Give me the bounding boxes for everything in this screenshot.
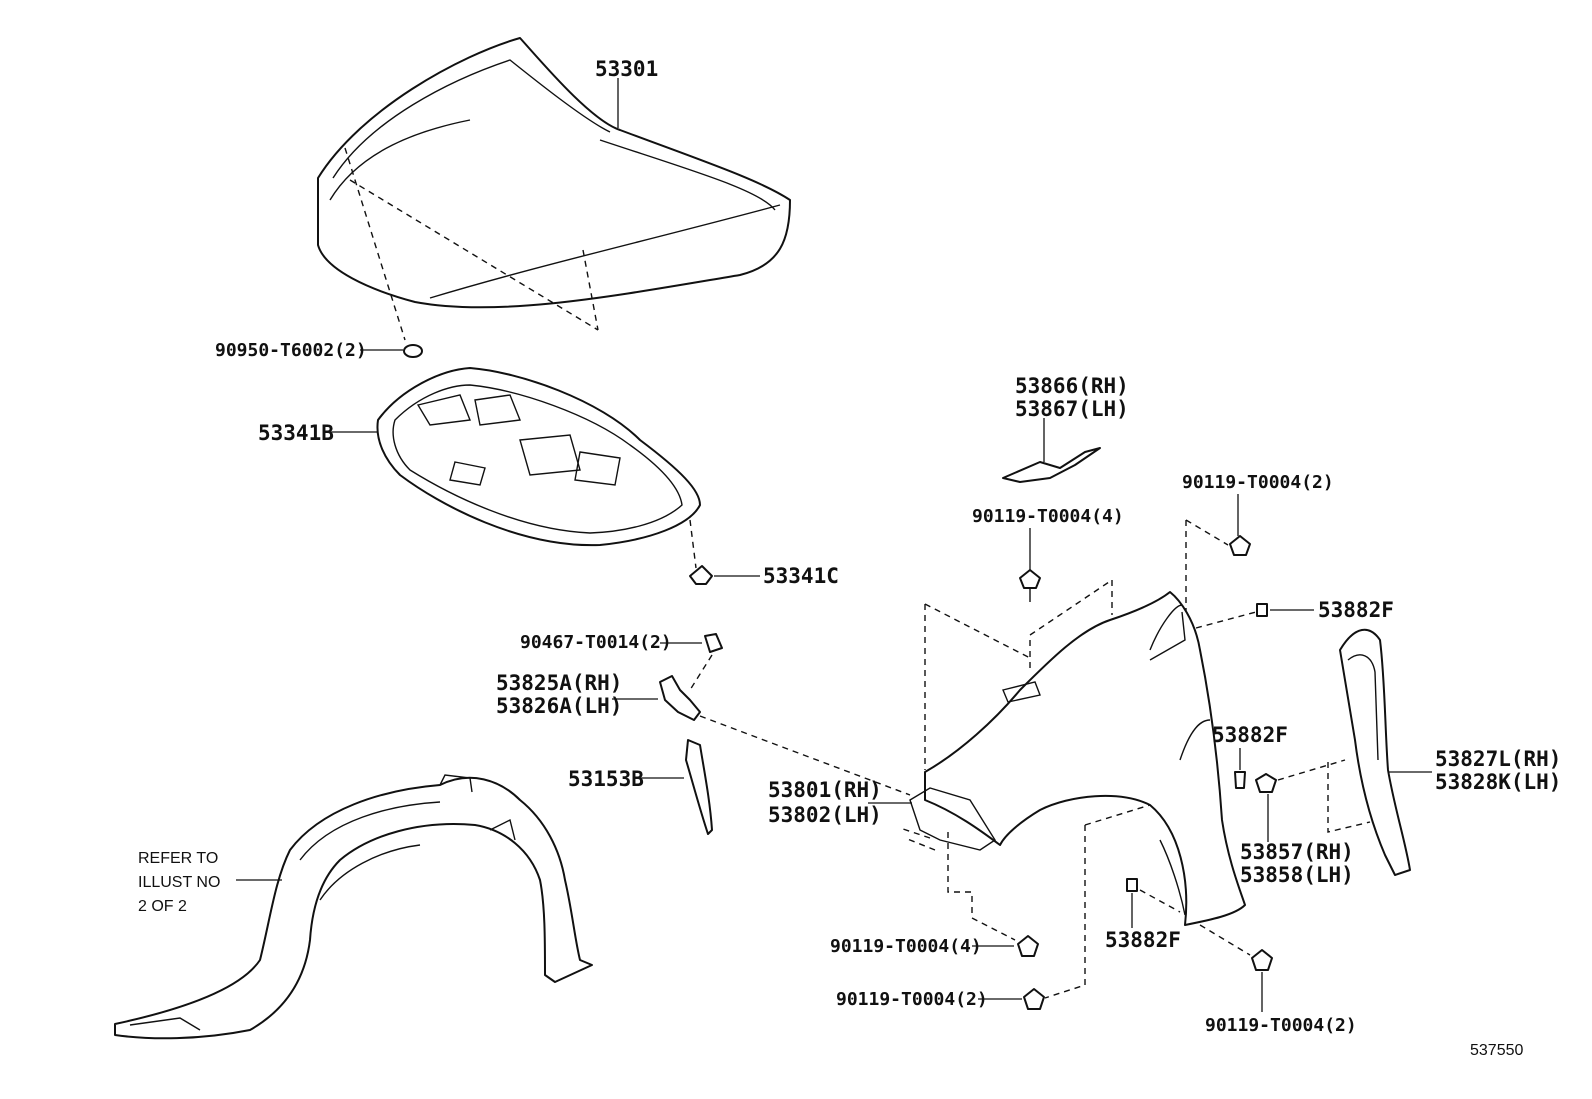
seal-rh-label: 53827L(RH) xyxy=(1435,747,1561,771)
insulator-clip-icon[interactable] xyxy=(689,565,713,585)
bolt-bottom-right-2-label: 90119-T0004(2) xyxy=(1205,1015,1357,1036)
fender-bracket-rh-label: 53866(RH) xyxy=(1015,374,1129,398)
bolt-bottom-left-2-label: 90119-T0004(2) xyxy=(836,989,988,1010)
seal-53153b-label: 53153B xyxy=(568,767,644,791)
fender-bracket-top[interactable] xyxy=(1002,447,1101,483)
fender-bracket-lh-label: 53867(LH) xyxy=(1015,397,1129,421)
fender-rh-label: 53801(RH) xyxy=(768,778,882,802)
bolt-bottom-left-4-icon[interactable] xyxy=(1017,935,1039,957)
bracket-lh-label: 53826A(LH) xyxy=(496,694,622,718)
hood-insulator-label: 53341B xyxy=(258,421,334,445)
hood-label: 53301 xyxy=(595,57,658,81)
front-fender[interactable] xyxy=(909,591,1246,926)
hood-cushion-label: 90950-T6002(2) xyxy=(215,340,367,361)
clip-90467-icon[interactable] xyxy=(704,633,723,653)
refer-line1: REFER TO xyxy=(138,850,218,867)
fender-bracket-front[interactable] xyxy=(659,675,701,721)
fender-seal-side[interactable] xyxy=(1339,628,1411,876)
bolt-top-center-label: 90119-T0004(4) xyxy=(972,506,1124,527)
fender-liner[interactable] xyxy=(114,774,593,1040)
clip-right-upper-icon[interactable] xyxy=(1256,603,1268,617)
bracket-rh-label: 53825A(RH) xyxy=(496,671,622,695)
hood-cushion-icon[interactable] xyxy=(403,344,423,358)
seal-53153b[interactable] xyxy=(685,739,713,835)
hood-insulator[interactable] xyxy=(376,367,701,547)
hood-panel[interactable] xyxy=(317,37,791,341)
insulator-clip-label: 53341C xyxy=(763,564,839,588)
stopper-rh-label: 53857(RH) xyxy=(1240,840,1354,864)
refer-line2: ILLUST NO xyxy=(138,874,220,891)
bolt-bottom-left-2-icon[interactable] xyxy=(1023,988,1045,1010)
bolt-top-right-icon[interactable] xyxy=(1229,535,1251,556)
bolt-bottom-left-4-label: 90119-T0004(4) xyxy=(830,936,982,957)
clip-bottom-label: 53882F xyxy=(1105,928,1181,952)
clip-right-middle-label: 53882F xyxy=(1212,723,1288,747)
bolt-top-right-label: 90119-T0004(2) xyxy=(1182,472,1334,493)
illustration-number: 537550 xyxy=(1470,1042,1523,1059)
clip-right-middle-icon[interactable] xyxy=(1234,771,1246,789)
stopper-lh-label: 53858(LH) xyxy=(1240,863,1354,887)
clip-90467-label: 90467-T0014(2) xyxy=(520,632,672,653)
seal-lh-label: 53828K(LH) xyxy=(1435,770,1561,794)
fender-lh-label: 53802(LH) xyxy=(768,803,882,827)
bolt-top-center-icon[interactable] xyxy=(1019,569,1041,589)
bolt-bottom-right-2-icon[interactable] xyxy=(1251,949,1273,971)
clip-right-upper-label: 53882F xyxy=(1318,598,1394,622)
clip-bottom-icon[interactable] xyxy=(1126,878,1138,892)
refer-line3: 2 OF 2 xyxy=(138,898,187,915)
stopper-icon[interactable] xyxy=(1255,773,1277,793)
